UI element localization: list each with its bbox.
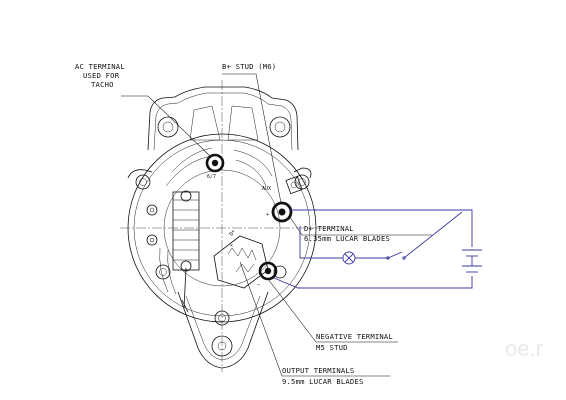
aux-marking: AUX xyxy=(262,186,271,192)
top-mounting-lug xyxy=(147,86,299,151)
ac-terminal-stud xyxy=(205,153,225,173)
svg-text:9.5mm LUCAR BLADES: 9.5mm LUCAR BLADES xyxy=(282,377,364,386)
external-wiring xyxy=(273,209,482,289)
svg-text:USED FOR: USED FOR xyxy=(83,71,120,80)
alternator-body xyxy=(120,80,330,372)
d-plus-marking: D+ xyxy=(229,229,237,237)
aux-terminal-tab xyxy=(285,175,303,195)
leader-lines xyxy=(121,73,432,377)
lug-hole-right xyxy=(269,116,291,138)
svg-text:NEGATIVE TERMINAL: NEGATIVE TERMINAL xyxy=(316,332,393,341)
svg-text:TACHO: TACHO xyxy=(91,80,114,89)
warning-lamp-icon xyxy=(342,251,356,265)
label-b-plus-stud: B+ STUD (M6) xyxy=(222,62,276,71)
svg-text:M5 STUD: M5 STUD xyxy=(316,343,348,352)
svg-text:OUTPUT TERMINALS: OUTPUT TERMINALS xyxy=(282,366,354,375)
negative-terminal-stud xyxy=(258,261,278,281)
label-ac-terminal: AC TERMINAL USED FOR TACHO xyxy=(75,62,125,89)
minus-marking: – xyxy=(257,282,261,288)
svg-text:AC TERMINAL: AC TERMINAL xyxy=(75,62,125,71)
label-output-terminals: OUTPUT TERMINALS 9.5mm LUCAR BLADES xyxy=(282,366,364,386)
w-terminal-marking: 6/7 xyxy=(207,174,216,180)
svg-text:6.35mm LUCAR BLADES: 6.35mm LUCAR BLADES xyxy=(304,234,390,243)
b-plus-stud xyxy=(271,201,293,223)
label-d-plus-terminal: D+ TERMINAL 6.35mm LUCAR BLADES xyxy=(304,224,390,243)
cross-marking: × xyxy=(230,243,233,249)
rectifier-heatsink xyxy=(172,191,200,271)
plus-marking: + xyxy=(266,212,269,218)
watermark-text: oe.r xyxy=(505,336,543,361)
lug-hole-left xyxy=(157,116,179,138)
bottom-mounting-lug xyxy=(177,291,269,369)
svg-text:D+ TERMINAL: D+ TERMINAL xyxy=(304,224,354,233)
label-negative-terminal: NEGATIVE TERMINAL M5 STUD xyxy=(316,332,393,352)
